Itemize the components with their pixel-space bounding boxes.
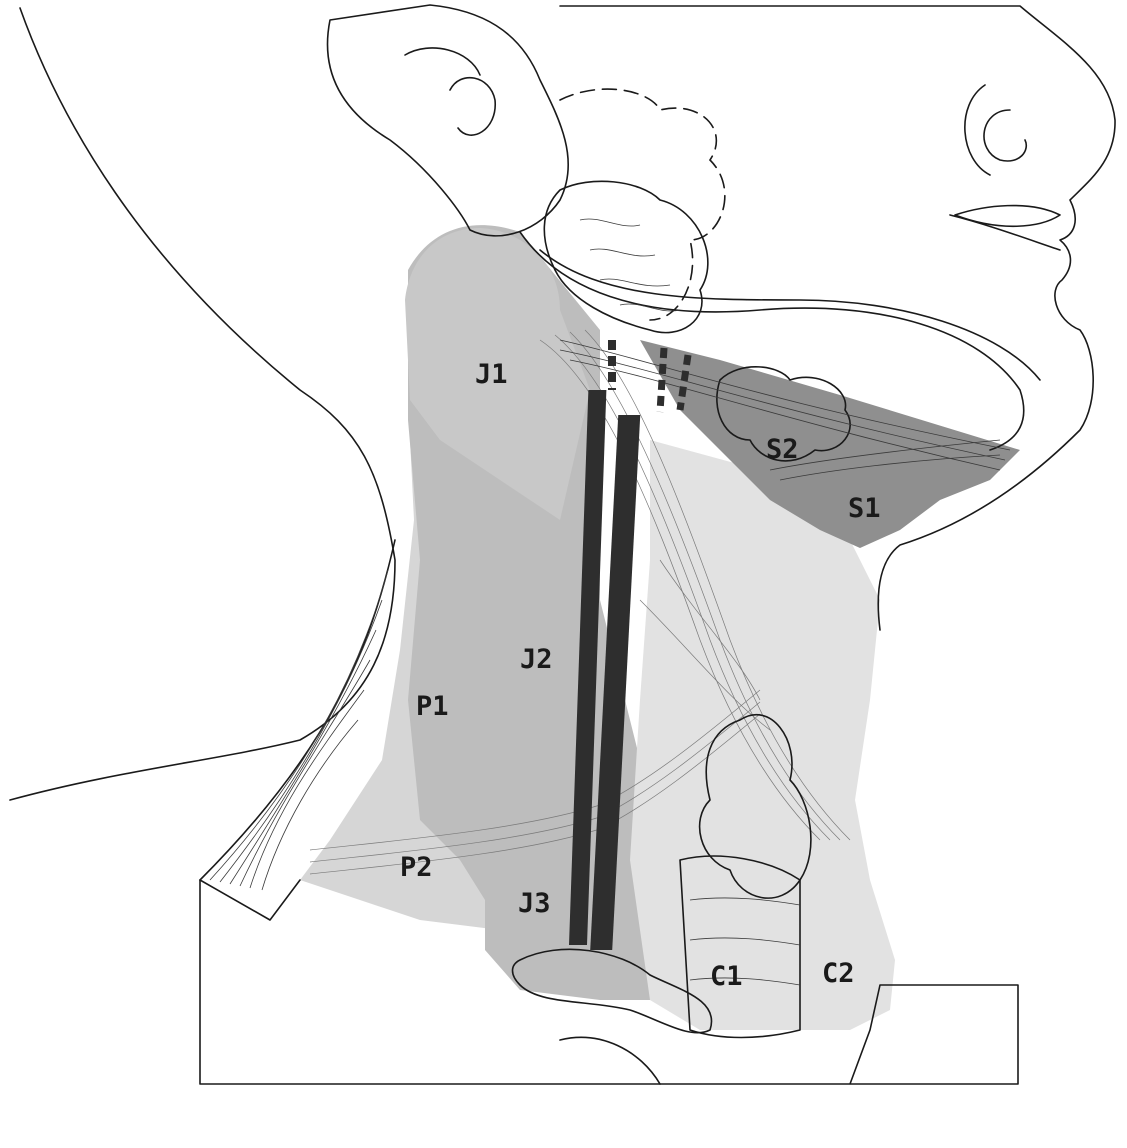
head-back-outline: [10, 8, 395, 800]
nostril-outline: [984, 110, 1026, 161]
label-c2: C2: [822, 958, 855, 989]
label-p2: P2: [400, 852, 433, 883]
label-p1: P1: [416, 691, 449, 722]
label-j1: J1: [475, 359, 508, 390]
label-s2: S2: [766, 434, 799, 465]
label-s1: S1: [848, 493, 881, 524]
nasal-ala-outline: [965, 85, 990, 175]
label-j2: J2: [520, 644, 553, 675]
label-c1: C1: [710, 961, 743, 992]
ear-inner-2: [405, 48, 480, 75]
ear-inner: [450, 78, 495, 135]
sternal-notch-outline: [560, 1037, 660, 1084]
ear-outline: [328, 5, 569, 236]
parotid-lobules: [580, 219, 680, 311]
mouth-line: [950, 215, 1060, 250]
lips-outline: [955, 206, 1060, 227]
label-j3: J3: [518, 888, 551, 919]
